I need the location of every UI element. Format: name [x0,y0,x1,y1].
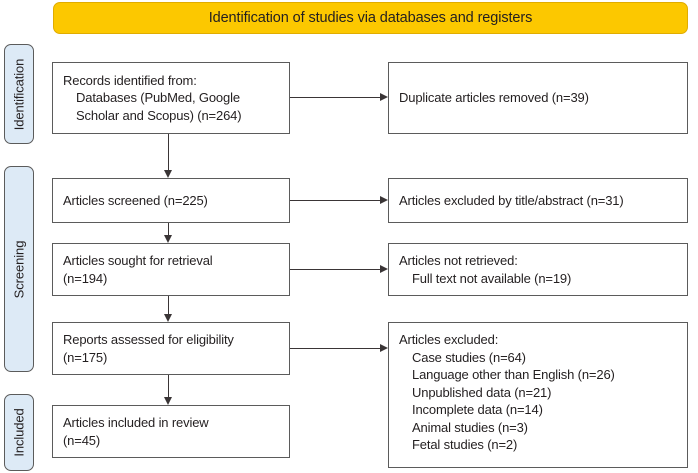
connector-assessed-to-included [168,375,170,397]
box-articles-screened-line-1: Articles screened (n=225) [63,192,208,208]
arrowhead-sought-to-assessed [164,314,172,322]
phase-label-included-text: Included [11,408,27,457]
box-records-identified-line-2: Databases (PubMed, Google [76,90,240,106]
arrowhead-screened-to-sought [164,235,172,243]
connector-screened-to-excluded [290,200,380,202]
box-articles-screened: Articles screened (n=225) [52,178,290,223]
arrowhead-sought-to-not-retrieved [380,265,388,273]
arrowhead-assessed-to-excluded-reasons [380,344,388,352]
phase-label-screening: Screening [4,166,34,372]
connector-sought-to-assessed [168,296,170,314]
diagram-title: Identification of studies via databases … [208,10,533,26]
box-not-retrieved: Articles not retrieved: Full text not av… [388,243,688,296]
phase-label-included: Included [4,394,34,471]
connector-sought-to-not-retrieved [290,269,380,271]
connector-records-to-duplicates [290,97,380,99]
connector-records-to-screened [168,134,170,170]
arrowhead-screened-to-excluded [380,196,388,204]
box-records-identified-line-3: Scholar and Scopus) (n=264) [76,107,242,123]
diagram-header-banner: Identification of studies via databases … [53,2,688,34]
box-excluded-reasons: Articles excluded: Case studies (n=64) L… [388,322,688,468]
box-sought-for-retrieval: Articles sought for retrieval (n=194) [52,243,290,296]
box-excluded-reasons-line-4: Unpublished data (n=21) [412,384,552,400]
box-excluded-title-abstract: Articles excluded by title/abstract (n=3… [388,178,688,223]
phase-label-identification-text: Identification [11,58,27,130]
box-records-identified-line-1: Records identified from: [63,72,197,88]
connector-screened-to-sought [168,223,170,235]
connector-assessed-to-excluded-reasons [290,348,380,350]
box-records-identified: Records identified from: Databases (PubM… [52,62,290,134]
box-excluded-reasons-line-1: Articles excluded: [399,332,499,347]
phase-label-identification: Identification [4,44,34,144]
box-excluded-title-abstract-line-1: Articles excluded by title/abstract (n=3… [399,192,624,208]
box-duplicates-removed-line-1: Duplicate articles removed (n=39) [399,90,589,106]
box-included-in-review-line-2: (n=45) [63,432,101,448]
box-excluded-reasons-line-6: Animal studies (n=3) [412,419,528,435]
box-assessed-eligibility: Reports assessed for eligibility (n=175) [52,322,290,375]
box-sought-for-retrieval-line-2: (n=194) [63,270,108,286]
box-excluded-reasons-line-5: Incomplete data (n=14) [412,402,543,417]
box-excluded-reasons-line-3: Language other than English (n=26) [412,367,615,382]
box-not-retrieved-line-2: Full text not available (n=19) [412,270,572,286]
arrowhead-records-to-duplicates [380,93,388,101]
arrowhead-assessed-to-included [164,397,172,405]
box-assessed-eligibility-line-1: Reports assessed for eligibility [63,332,234,347]
phase-label-screening-text: Screening [11,240,27,298]
box-not-retrieved-line-1: Articles not retrieved: [399,253,518,268]
box-assessed-eligibility-line-2: (n=175) [63,349,108,365]
box-sought-for-retrieval-line-1: Articles sought for retrieval [63,253,213,268]
box-duplicates-removed: Duplicate articles removed (n=39) [388,62,688,134]
arrowhead-records-to-screened [164,170,172,178]
box-included-in-review: Articles included in review (n=45) [52,405,290,458]
box-excluded-reasons-line-7: Fetal studies (n=2) [412,437,518,452]
box-included-in-review-line-1: Articles included in review [63,415,209,430]
box-excluded-reasons-line-2: Case studies (n=64) [412,349,526,365]
